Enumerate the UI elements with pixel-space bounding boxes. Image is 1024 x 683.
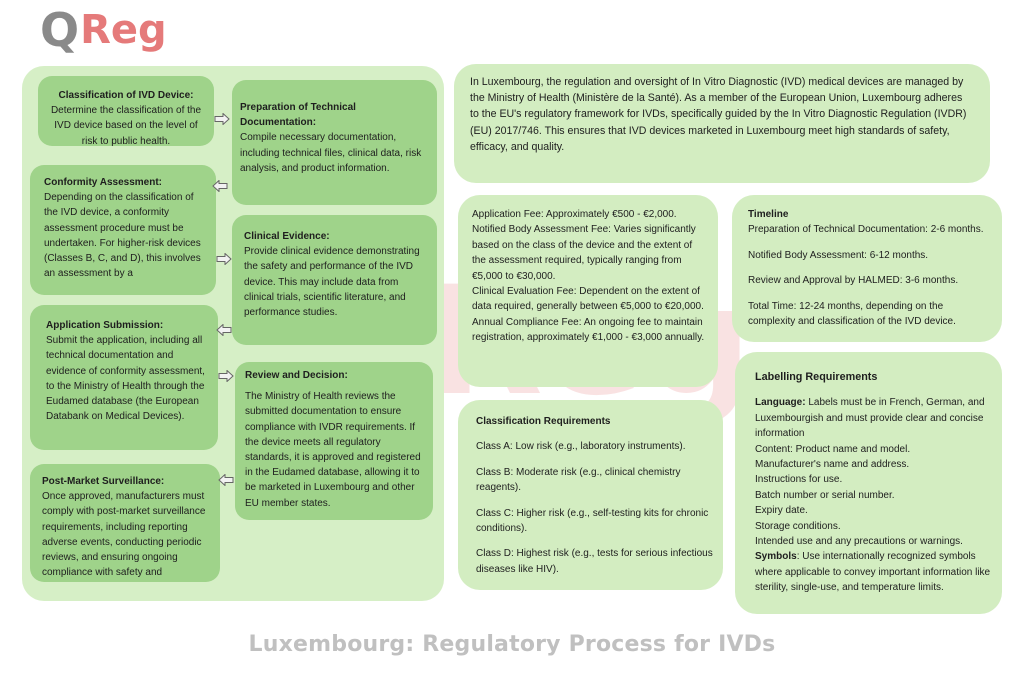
step-postmarket: Post-Market Surveillance: Once approved,… [30,464,220,582]
labelling-language-label: Language: [755,397,806,409]
logo-reg-text: Reg [80,7,167,53]
step-application-body: Submit the application, including all te… [46,335,205,423]
step-classification: Classification of IVD Device: Determine … [38,76,214,146]
class-item: Class B: Moderate risk (e.g., clinical c… [476,466,681,494]
labelling-language-text: Labels must be in French, German, and Lu… [755,397,985,440]
labelling-symbols-label: Symbols [755,551,797,563]
step-conformity-title: Conformity Assessment: [44,177,162,188]
step-preparation-body: Compile necessary documentation, includi… [240,132,422,174]
labelling-symbols-text: : Use internationally recognized symbols… [755,551,991,594]
step-clinical-title: Clinical Evidence: [244,231,330,242]
labelling-symbols: Symbols: Use internationally recognized … [755,549,992,595]
step-conformity-body: Depending on the classification of the I… [44,192,201,280]
labelling-item: Content: Product name and model. [755,443,911,455]
timeline-box: Timeline Preparation of Technical Docume… [732,195,1002,342]
timeline-item: Total Time: 12-24 months, depending on t… [748,300,956,328]
step-conformity: Conformity Assessment: Depending on the … [30,165,216,295]
classification-requirements-box: Classification Requirements Class A: Low… [458,400,723,590]
arrow-right-icon [214,113,230,125]
labelling-item: Manufacturer's name and address. [755,459,910,471]
class-item: Class D: Highest risk (e.g., tests for s… [476,548,713,575]
labelling-item: Intended use and any precautions or warn… [755,536,963,548]
arrow-left-icon [216,324,232,336]
labelling-item: Expiry date. [755,505,808,517]
step-clinical: Clinical Evidence: Provide clinical evid… [232,215,437,345]
step-postmarket-body: Once approved, manufacturers must comply… [42,491,206,579]
intro-text: In Luxembourg, the regulation and oversi… [470,76,967,153]
fees-box: Application Fee: Approximately €500 - €2… [458,195,718,387]
fee-clinical: Clinical Evaluation Fee: Dependent on th… [472,286,704,313]
step-preparation: Preparation of Technical Documentation: … [232,80,437,205]
arrow-left-icon [212,180,228,192]
class-item: Class C: Higher risk (e.g., self-testing… [476,507,709,535]
step-classification-body: Determine the classification of the IVD … [50,105,202,146]
step-preparation-title: Preparation of Technical Documentation: [240,102,356,129]
timeline-title: Timeline [748,209,789,220]
step-review-title: Review and Decision: [245,370,348,381]
timeline-item: Notified Body Assessment: 6-12 months. [748,249,929,261]
labelling-item: Instructions for use. [755,474,843,486]
step-application: Application Submission: Submit the appli… [30,305,218,450]
step-review: Review and Decision: The Ministry of Hea… [235,362,433,520]
labelling-item: Storage conditions. [755,520,841,532]
arrow-left-icon [218,474,234,486]
fee-annual: Annual Compliance Fee: An ongoing fee to… [472,316,705,344]
step-clinical-body: Provide clinical evidence demonstrating … [244,246,420,319]
intro-box: In Luxembourg, the regulation and oversi… [454,64,990,183]
timeline-item: Preparation of Technical Documentation: … [748,224,984,236]
fee-notified-body: Notified Body Assessment Fee: Varies sig… [472,224,696,282]
step-review-body: The Ministry of Health reviews the submi… [245,391,421,509]
fee-application: Application Fee: Approximately €500 - €2… [472,209,677,220]
step-classification-title: Classification of IVD Device: [58,90,194,101]
logo-q-letter: Q [40,3,80,57]
class-item: Class A: Low risk (e.g., laboratory inst… [476,441,686,453]
labelling-item: Batch number or serial number. [755,489,895,501]
labelling-language: Language: Labels must be in French, Germ… [755,395,992,441]
qreg-logo: Q Reg [40,4,167,56]
labelling-requirements-box: Labelling Requirements Language: Labels … [735,352,1002,614]
arrow-right-icon [216,253,232,265]
step-postmarket-title: Post-Market Surveillance: [42,476,165,487]
classification-requirements-title: Classification Requirements [476,416,611,427]
arrow-right-icon [218,370,234,382]
timeline-item: Review and Approval by HALMED: 3-6 month… [748,275,959,287]
step-application-title: Application Submission: [46,320,164,331]
labelling-title: Labelling Requirements [755,371,878,383]
footer-title: Luxembourg: Regulatory Process for IVDs [248,632,776,657]
